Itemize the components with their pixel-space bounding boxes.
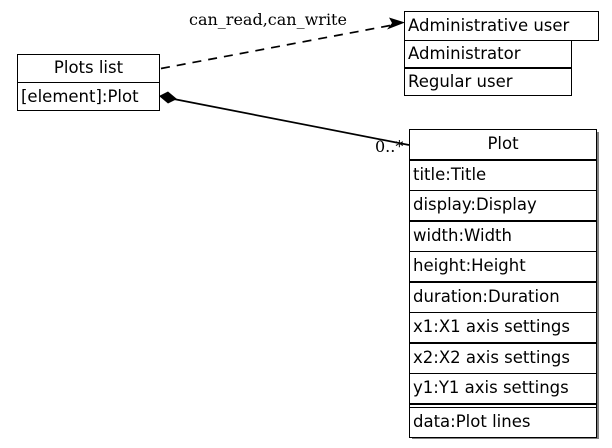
class-attribute-plot-3: height:Height xyxy=(409,251,597,282)
plot-shadow-right xyxy=(597,132,599,439)
composition-multiplicity-label: 0..* xyxy=(375,137,404,156)
class-name-administrative-user: Administrative user xyxy=(404,11,599,41)
class-name-plot: Plot xyxy=(409,129,597,160)
class-attribute-plot-2: width:Width xyxy=(409,220,597,252)
dependency-dashed-line xyxy=(160,23,399,70)
class-attribute-plot-5: x1:X1 axis settings xyxy=(409,312,597,343)
class-attribute-plot-7: y1:Y1 axis settings xyxy=(409,373,597,404)
dependency-label: can_read,can_write xyxy=(189,10,347,29)
class-attribute-plot-9: data:Plot lines xyxy=(409,406,597,438)
plot-shadow-bottom xyxy=(412,437,599,439)
class-attribute-administrative-user-0: Administrator xyxy=(404,40,572,69)
class-attribute-plots-list-0: [element]:Plot xyxy=(17,82,160,112)
dependency-arrowhead-icon xyxy=(387,17,405,30)
class-attribute-administrative-user-1: Regular user xyxy=(404,67,572,96)
class-attribute-plot-6: x2:X2 axis settings xyxy=(409,342,597,374)
class-attribute-plot-0: title:Title xyxy=(409,159,597,191)
class-attribute-plot-1: display:Display xyxy=(409,190,597,221)
class-name-plots-list: Plots list xyxy=(17,54,160,83)
composition-diamond-icon xyxy=(159,91,177,104)
class-attribute-plot-4: duration:Duration xyxy=(409,281,597,313)
composition-solid-line xyxy=(165,96,410,146)
